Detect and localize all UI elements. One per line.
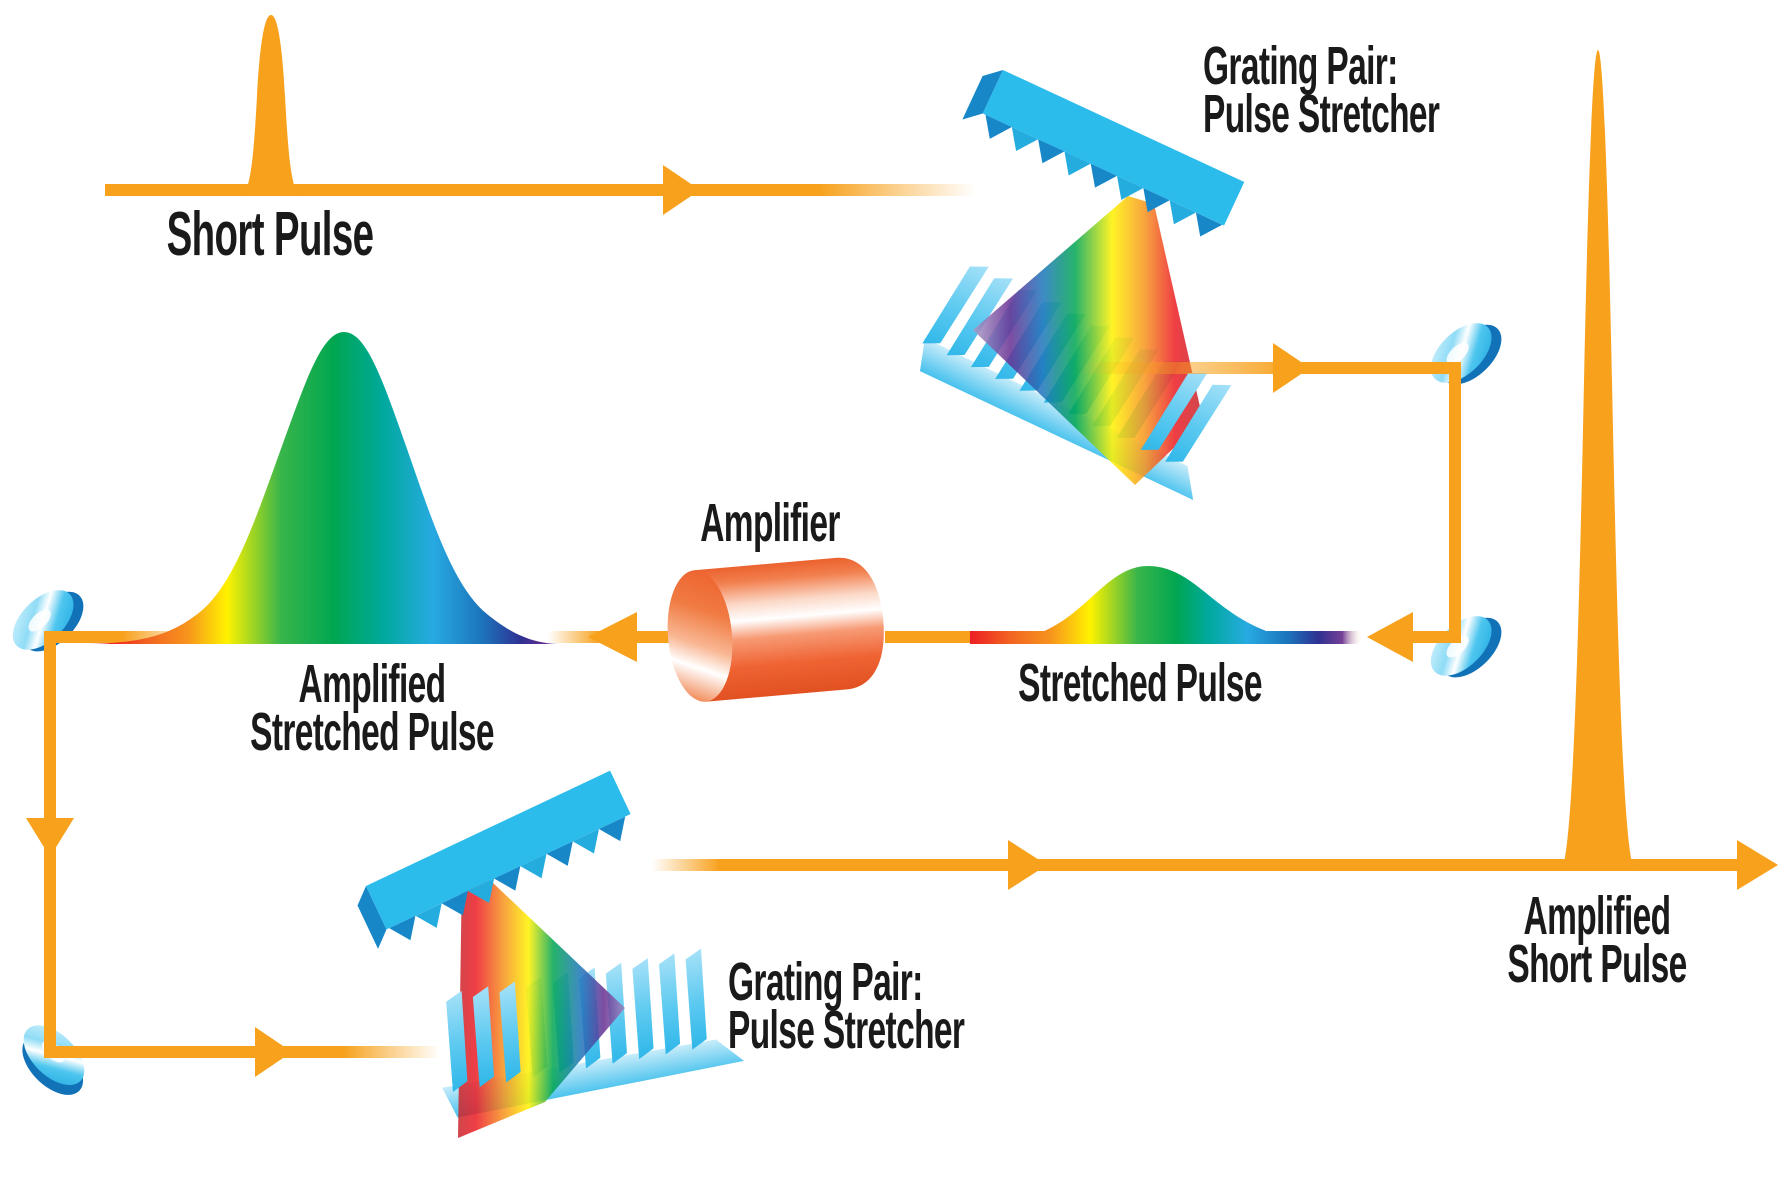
arrow-left-icon xyxy=(1367,612,1413,662)
grating-pair-bottom-label-line2: Pulse Stretcher xyxy=(728,1000,965,1060)
grating-pair-bottom-label: Grating Pair: Pulse Stretcher xyxy=(728,952,965,1060)
amplified-short-pulse-label: Amplified Short Pulse xyxy=(1507,886,1687,994)
beam-arrowheads xyxy=(26,165,1778,1077)
amplified-stretched-pulse-label-line1: Amplified xyxy=(298,654,447,714)
arrow-right-icon xyxy=(1273,343,1310,393)
dispersed-spectrum-fan-top xyxy=(973,196,1203,485)
amplified-short-pulse-label-line2: Short Pulse xyxy=(1507,934,1687,994)
amplifier-label: Amplifier xyxy=(700,493,840,553)
grating-pair-bottom-icon xyxy=(357,770,745,1138)
short-pulse-label: Short Pulse xyxy=(166,200,374,269)
short-pulse-shape xyxy=(240,15,302,196)
amplified-short-pulse-label-line1: Amplified xyxy=(1523,886,1672,946)
stretched-pulse-label: Stretched Pulse xyxy=(1018,653,1262,713)
arrow-down-icon xyxy=(26,818,74,857)
arrow-left-icon xyxy=(588,612,637,662)
mirror-icon xyxy=(1419,600,1513,693)
grating-pair-top-label-line1: Grating Pair: xyxy=(1203,36,1398,96)
stretched-pulse-shape xyxy=(970,566,1362,644)
arrow-right-icon xyxy=(1008,840,1047,890)
grating-pair-top-icon xyxy=(919,70,1245,500)
dispersed-spectrum-fan-bottom xyxy=(458,868,625,1138)
amplified-short-pulse-shape xyxy=(1560,50,1636,871)
arrow-right-icon xyxy=(663,165,700,215)
arrow-right-icon xyxy=(255,1027,292,1077)
mirror-icon xyxy=(1419,307,1513,400)
arrow-right-icon xyxy=(1737,840,1778,890)
grating-pair-top-label: Grating Pair: Pulse Stretcher xyxy=(1203,36,1440,144)
amplified-stretched-pulse-shape xyxy=(78,332,562,644)
grating-pair-bottom-label-line1: Grating Pair: xyxy=(728,952,923,1012)
amplified-stretched-pulse-label: Amplified Stretched Pulse xyxy=(250,654,494,762)
amplifier-icon xyxy=(667,557,884,702)
grating-pair-top-label-line2: Pulse Stretcher xyxy=(1203,84,1440,144)
amplified-stretched-pulse-label-line2: Stretched Pulse xyxy=(250,702,494,762)
